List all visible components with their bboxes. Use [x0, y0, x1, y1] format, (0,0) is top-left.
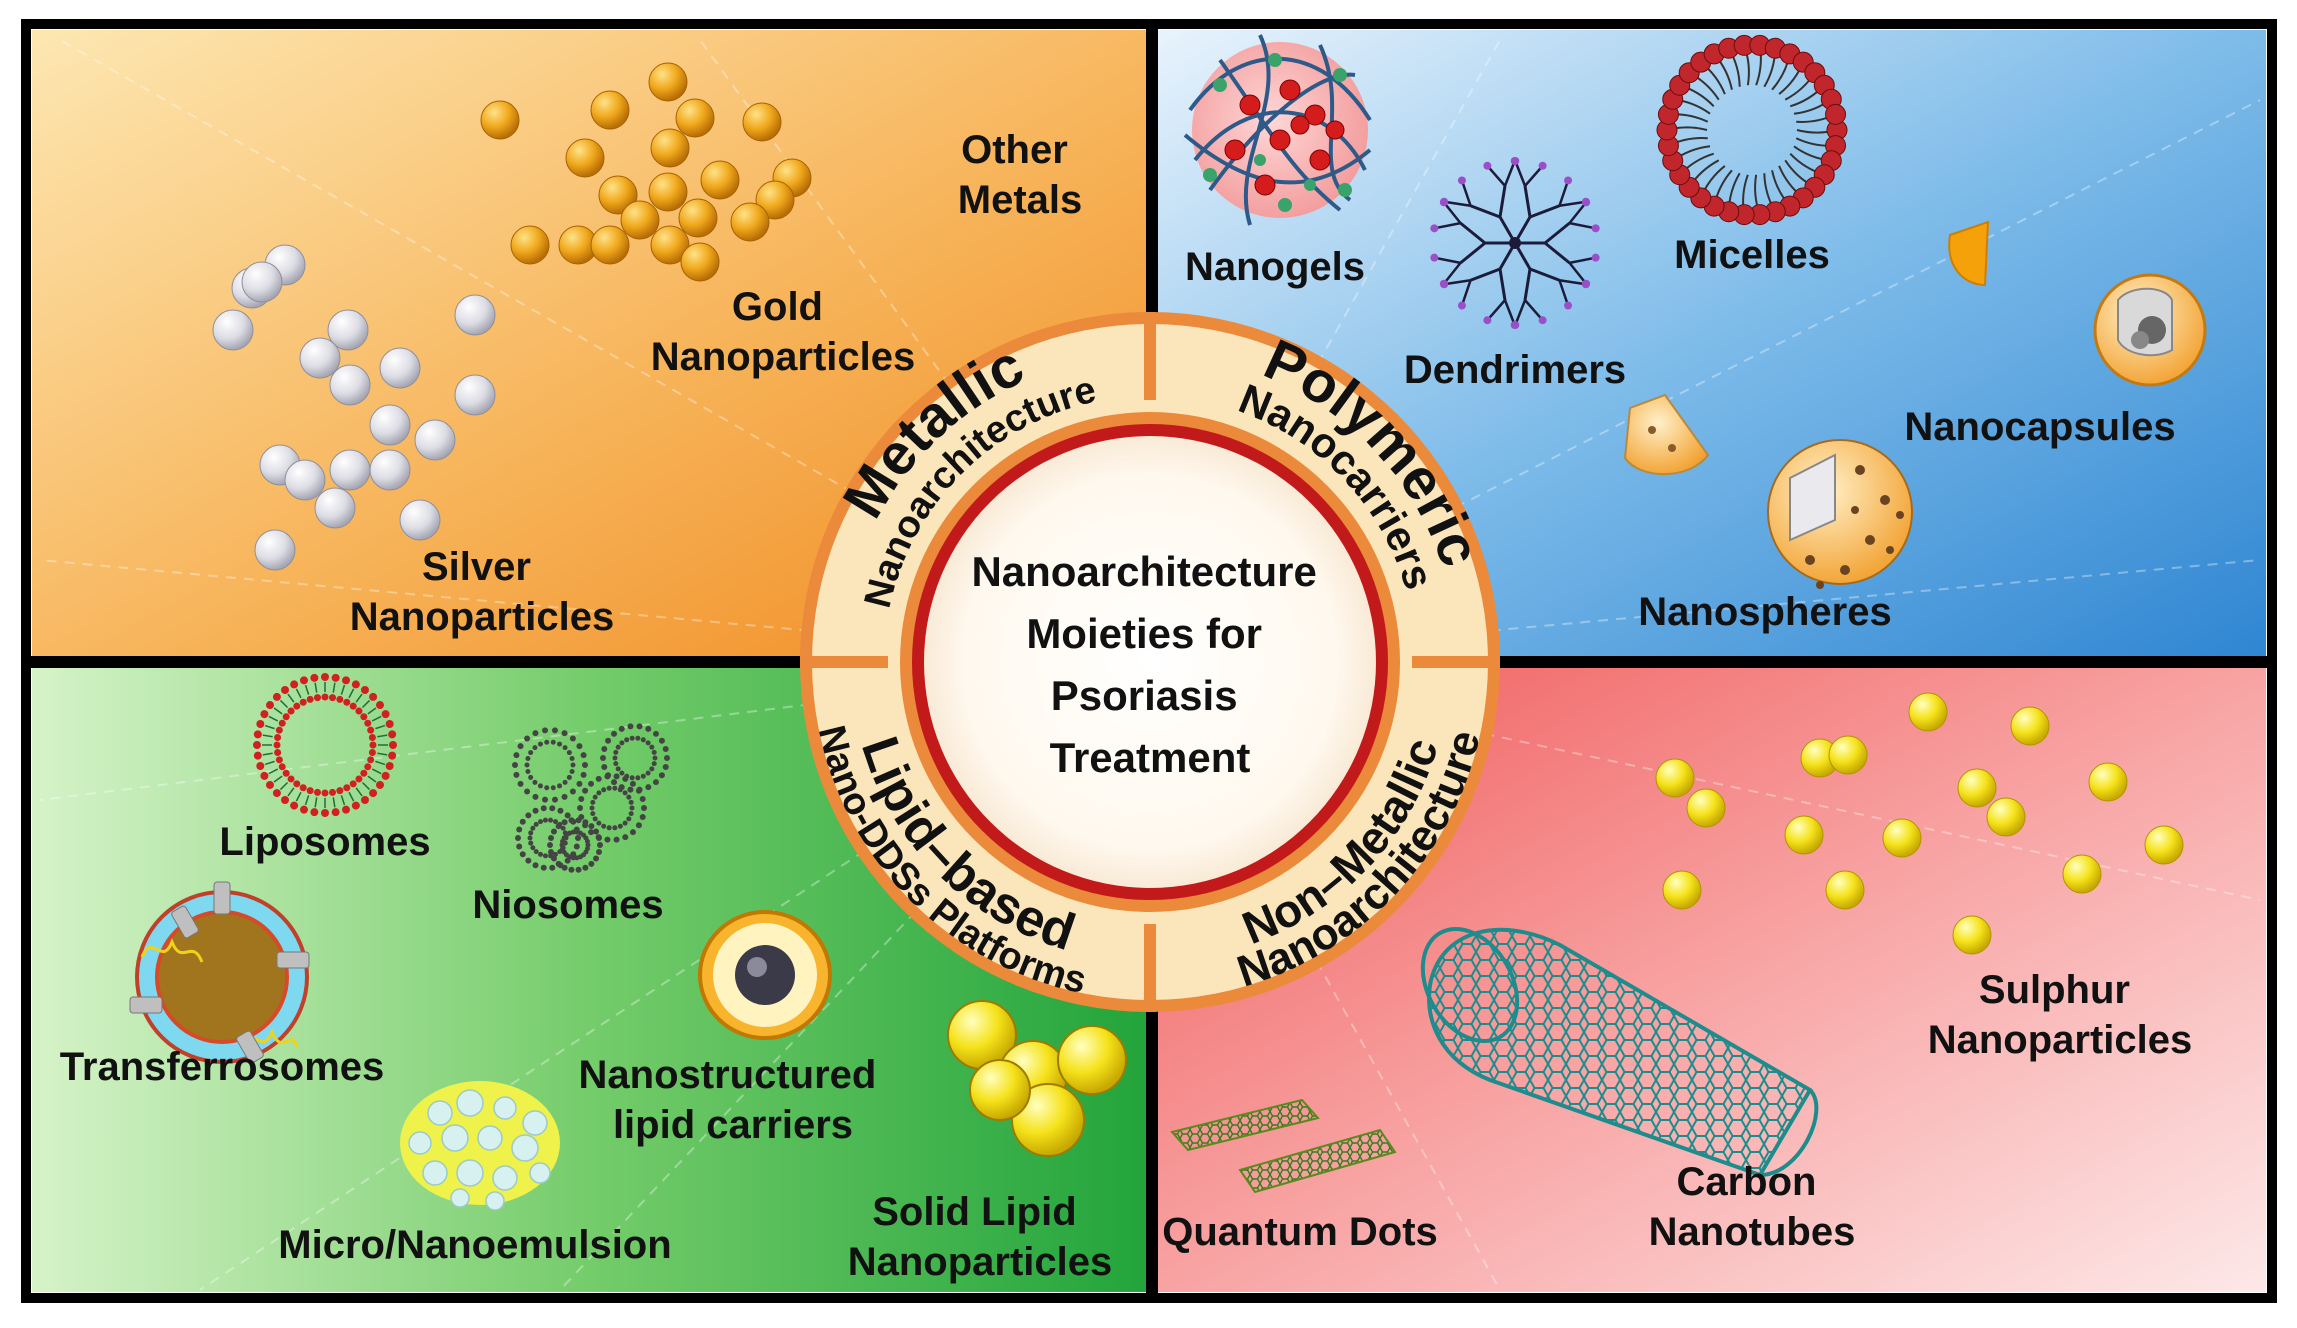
sulphur-nanoparticle [1825, 870, 1865, 910]
nanocapsule-icon [1948, 220, 2207, 387]
gold-nanoparticle [675, 98, 715, 138]
gold-nanoparticle [700, 160, 740, 200]
gold-nanoparticle [650, 128, 690, 168]
sulphur-nanoparticle [2144, 825, 2184, 865]
silver-nanoparticle [327, 309, 369, 351]
silver-nanoparticle [254, 529, 296, 571]
transferrosome-icon [129, 881, 310, 1064]
transferrosomes-label: Transferrosomes [60, 1045, 385, 1089]
nanosphere-icon [1623, 393, 1913, 589]
sulphur-nanoparticle [1828, 735, 1868, 775]
gold-nanoparticle [755, 180, 795, 220]
gold-nanoparticle [680, 242, 720, 282]
carbon-nanotubes-label: Carbon Nanotubes [1649, 1160, 1856, 1254]
gold-sphere-icon [480, 62, 812, 282]
gold-nanoparticle [678, 198, 718, 238]
silver-nanoparticle [414, 419, 456, 461]
micelles-label: Micelles [1674, 233, 1830, 277]
sulphur-nanoparticle [1784, 815, 1824, 855]
gold-nanoparticle [590, 90, 630, 130]
silver-nanoparticle [284, 459, 326, 501]
gold-nanoparticle [565, 138, 605, 178]
sulphur-sphere-icon [1655, 692, 2184, 955]
nlc-icon [698, 910, 832, 1040]
silver-nanoparticle [369, 404, 411, 446]
gold-nanoparticle [648, 172, 688, 212]
gold-nanoparticle [590, 225, 630, 265]
nanogels-label: Nanogels [1185, 245, 1365, 289]
dendrimer-icon [1430, 157, 1600, 329]
gold-nanoparticle [510, 225, 550, 265]
solid-lipid-nanoparticle [1057, 1025, 1127, 1095]
solid-lipid-nanoparticle [969, 1059, 1031, 1121]
gold-nanoparticle [620, 200, 660, 240]
silver-nanoparticle [299, 337, 341, 379]
sulphur-nanoparticle [1957, 768, 1997, 808]
silver-nanoparticle [329, 364, 371, 406]
silver-nanoparticle [212, 309, 254, 351]
sulphur-nanoparticle [1662, 870, 1702, 910]
silver-nanoparticle [379, 347, 421, 389]
silver-nanoparticles-label: Silver Nanoparticles [350, 545, 615, 639]
liposome-icon [253, 673, 397, 817]
nanogel-icon [1183, 34, 1372, 226]
gold-nanoparticle [598, 175, 638, 215]
silver-sphere-icon [212, 244, 496, 571]
silver-nanoparticle [399, 499, 441, 541]
sulphur-nanoparticle [1655, 758, 1695, 798]
center-title: Nanoarchitecture Moieties for Psoriasis … [971, 548, 1328, 781]
gold-nanoparticle [480, 100, 520, 140]
sulphur-nanoparticle [1908, 692, 1948, 732]
gold-nanoparticle [742, 102, 782, 142]
micelle-icon [1656, 34, 1848, 226]
silver-nanoparticle [241, 261, 283, 303]
silver-nanoparticle [329, 449, 371, 491]
other-metals-label: Other Metals [958, 128, 1083, 222]
sulphur-nanoparticle [1686, 788, 1726, 828]
niosome-icon [512, 723, 670, 873]
sln-icon [947, 1000, 1127, 1157]
nanocapsules-label: Nanocapsules [1904, 405, 2175, 449]
dendrimers-label: Dendrimers [1404, 348, 1626, 392]
silver-nanoparticle [454, 294, 496, 336]
gold-nanoparticle [730, 202, 770, 242]
sulphur-nanoparticles-label: Sulphur Nanoparticles [1928, 968, 2193, 1062]
sulphur-nanoparticle [2088, 762, 2128, 802]
quantum-dots-label: Quantum Dots [1162, 1210, 1438, 1254]
quantum-dot-icon [1170, 1098, 1397, 1194]
nlc-label: Nanostructured lipid carriers [579, 1053, 888, 1147]
emulsion-icon [400, 1081, 560, 1211]
sulphur-nanoparticle [2010, 706, 2050, 746]
solid-lipid-nanoparticle [1011, 1083, 1085, 1157]
nanospheres-label: Nanospheres [1638, 590, 1891, 634]
silver-nanoparticle [314, 487, 356, 529]
gold-nanoparticle [650, 225, 690, 265]
silver-nanoparticle [369, 449, 411, 491]
gold-nanoparticle [648, 62, 688, 102]
liposomes-label: Liposomes [219, 820, 430, 864]
sulphur-nanoparticle [1882, 818, 1922, 858]
silver-nanoparticle [454, 374, 496, 416]
sulphur-nanoparticle [1986, 797, 2026, 837]
sln-label: Solid Lipid Nanoparticles [848, 1190, 1113, 1284]
gold-nanoparticles-label: Gold Nanoparticles [651, 285, 916, 379]
niosomes-label: Niosomes [472, 883, 663, 927]
micro-nanoemulsion-label: Micro/Nanoemulsion [278, 1223, 671, 1267]
sulphur-nanoparticle [2062, 854, 2102, 894]
carbon-nanotube-icon [1420, 926, 1819, 1178]
center-ring [800, 312, 1500, 1012]
sulphur-nanoparticle [1952, 915, 1992, 955]
